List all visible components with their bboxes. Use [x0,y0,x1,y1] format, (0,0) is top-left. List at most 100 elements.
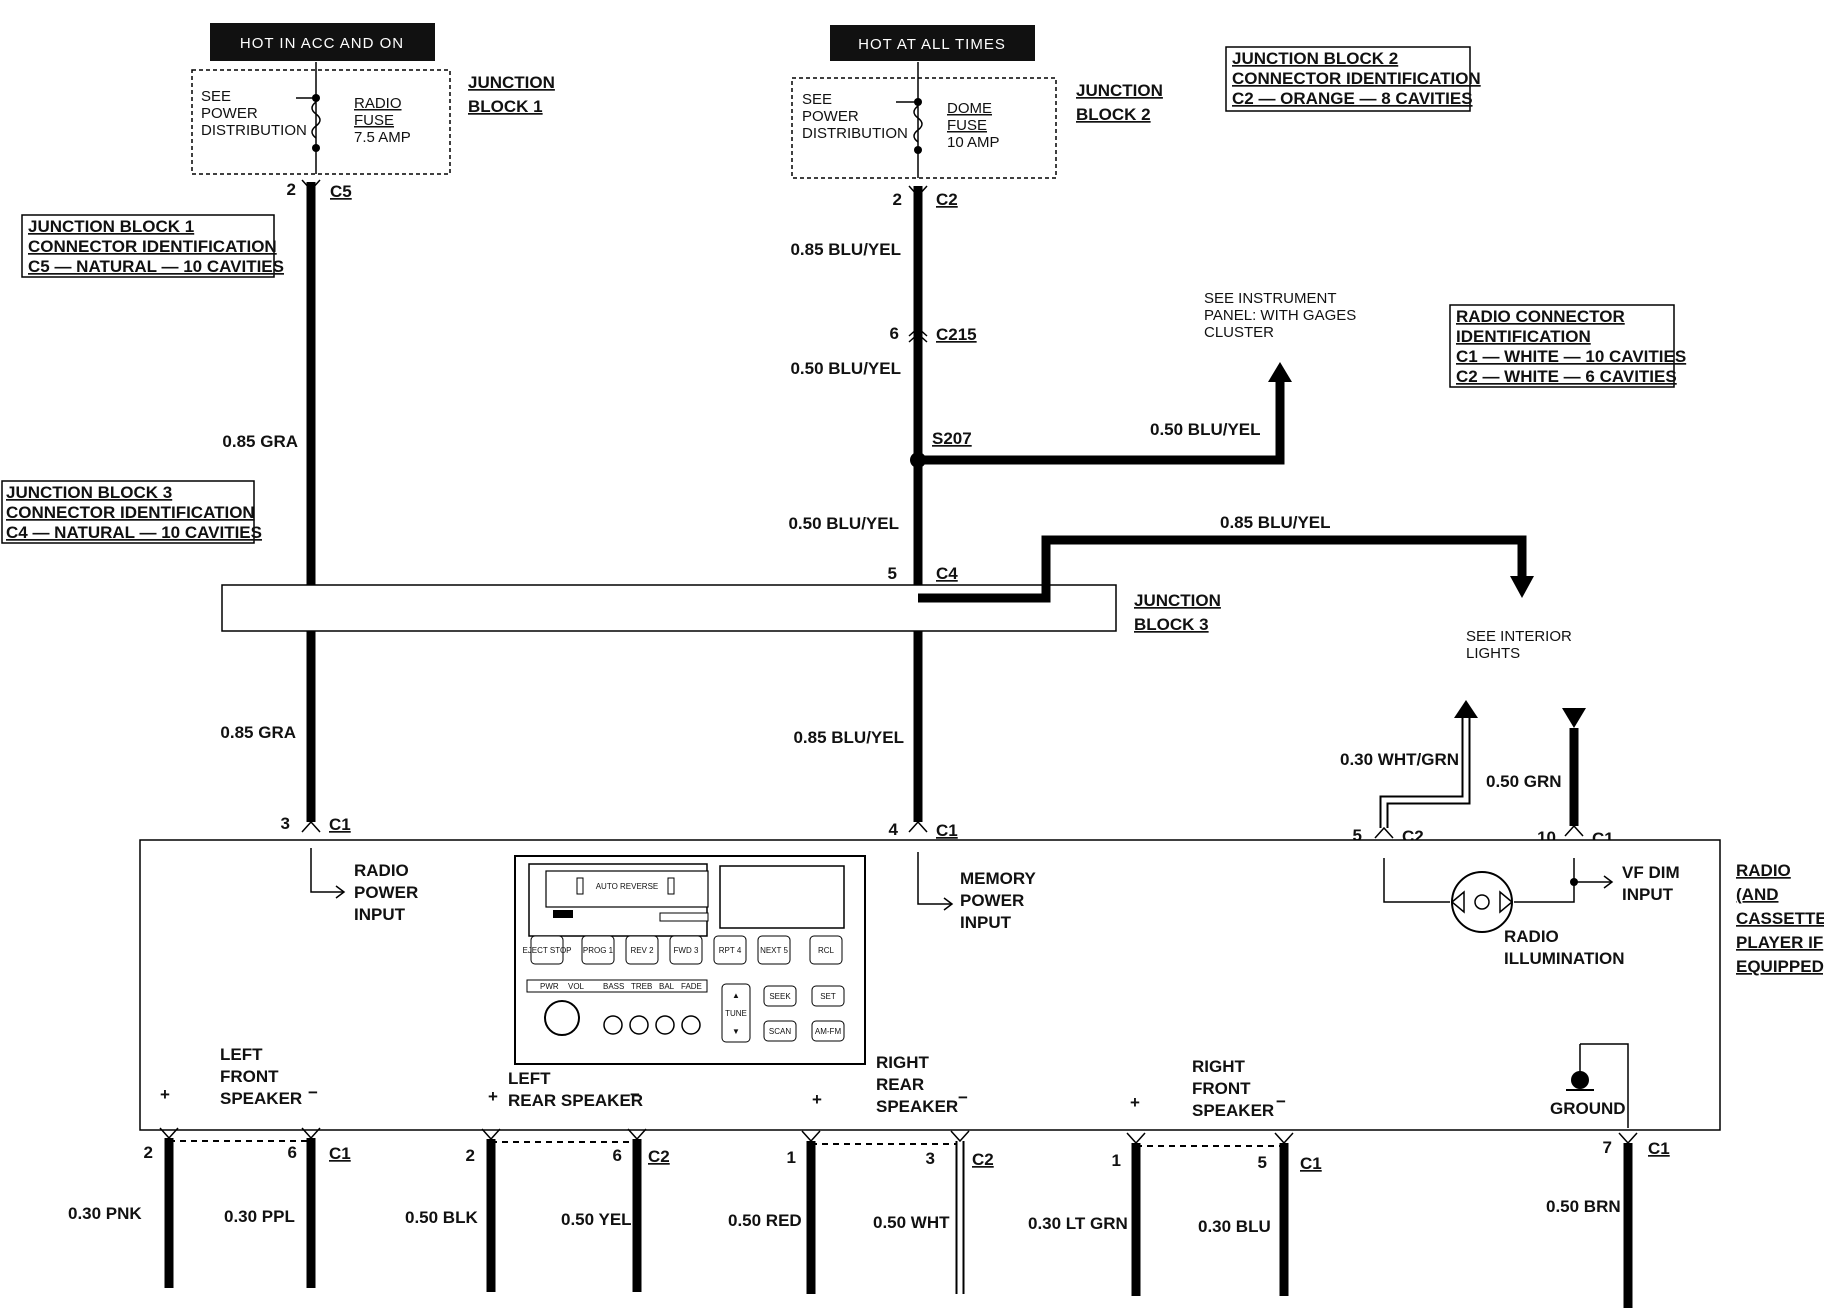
hot-acc-on-label-box [210,23,435,61]
jb2-fuse-line-1: DOME [947,100,992,117]
radio-memory-input-line-1: MEMORY [960,869,1037,888]
prog-1-button[interactable] [581,935,615,965]
jb2-see-line-3: DISTRIBUTION [802,125,908,142]
volume-knob[interactable] [544,1000,580,1036]
seek-label: SEEK [769,992,791,1001]
radio-name-line-2: (AND [1736,885,1779,904]
jb1-see-line-1: SEE [201,88,231,105]
left-front-minus: − [308,1083,318,1102]
right-rear-name-3: SPEAKER [876,1097,958,1116]
left-front-name-2: FRONT [220,1067,279,1086]
rpt-4-label: RPT 4 [719,946,742,955]
left-front-pin-b: 6 [288,1143,297,1162]
ground-label: GROUND [1550,1099,1626,1118]
radio-memory-pin: 4 [889,820,899,839]
jb1-see-line-3: DISTRIBUTION [201,122,307,139]
tune-down-icon: ▼ [732,1027,740,1036]
jb2-see-line-2: POWER [802,108,859,125]
right-front-name-3: SPEAKER [1192,1101,1274,1120]
eject-stop-button[interactable] [530,935,564,965]
wire-gra [301,179,321,833]
left-rear-conn: C2 [648,1147,670,1166]
left-rear-minus: − [630,1085,640,1104]
jb3-connector-id-box: JUNCTION BLOCK 3 CONNECTOR IDENTIFICATIO… [1,480,262,544]
left-front-name-1: LEFT [220,1045,263,1064]
left-front-conn: C1 [329,1144,351,1163]
right-rear-minus: − [958,1088,968,1107]
junction-block-3 [221,584,1117,632]
wire-blu-yel-instrument-branch [918,362,1292,465]
jb2-connector-id-box: JUNCTION BLOCK 2 CONNECTOR IDENTIFICATIO… [1225,46,1481,112]
radio-illumination-line-1: RADIO [1504,927,1559,946]
jb1-id-line-3: C5 — NATURAL — 10 CAVITIES [28,257,284,276]
rev-2-button[interactable] [625,935,659,965]
splice-s207: S207 [932,429,972,448]
right-front-wire-a: 0.30 LT GRN [1028,1214,1128,1233]
right-front-minus: − [1276,1092,1286,1111]
set-label: SET [820,992,836,1001]
jb1-pin: 2 [287,180,296,199]
left-rear-pin-a: 2 [466,1146,475,1165]
jb3-id-line-1: JUNCTION BLOCK 3 [6,483,172,502]
jb1-connector: C5 [330,182,352,201]
radio-power-input-line-3: INPUT [354,905,406,924]
jb1-id-line-2: CONNECTOR IDENTIFICATION [28,237,277,256]
radio-memory-conn: C1 [936,821,958,840]
jb2-id-line-2: CONNECTOR IDENTIFICATION [1232,69,1481,88]
scan-button[interactable] [763,1020,797,1042]
radio-name-line-5: EQUIPPED) [1736,957,1824,976]
right-rear-name-2: REAR [876,1075,924,1094]
jb3-id-line-2: CONNECTOR IDENTIFICATION [6,503,255,522]
right-rear-pin-b: 3 [926,1149,935,1168]
am-fm-label: AM-FM [815,1027,842,1036]
ground-pin: 7 [1603,1138,1612,1157]
right-rear-conn: C2 [972,1150,994,1169]
fade-knob[interactable] [681,1015,701,1035]
radio-memory-input-line-3: INPUT [960,913,1012,932]
jb3-name-line-2: BLOCK 3 [1134,615,1209,634]
next-5-button[interactable] [757,935,791,965]
bal-knob[interactable] [655,1015,675,1035]
right-front-speaker-outputs: + − [1126,1092,1294,1296]
right-front-wire-b: 0.30 BLU [1198,1217,1271,1236]
jb1-name-line-2: BLOCK 1 [468,97,543,116]
left-rear-wire-b: 0.50 YEL [561,1210,632,1229]
rpt-4-button[interactable] [713,935,747,965]
wire-label-blu-yel-branch: 0.50 BLU/YEL [1150,420,1261,439]
wire-label-gra-upper: 0.85 GRA [222,432,298,451]
seek-button[interactable] [763,985,797,1007]
left-front-pin-a: 2 [144,1143,153,1162]
jb3-connector: C4 [936,564,958,583]
vol-knob-label: VOL [568,982,585,991]
set-button[interactable] [811,985,845,1007]
right-rear-pin-a: 1 [787,1148,796,1167]
left-front-plus: + [160,1085,170,1104]
radio-power-pin: 3 [281,814,290,833]
am-fm-button[interactable] [811,1020,845,1042]
wire-label-gra-lower: 0.85 GRA [220,723,296,742]
treb-knob[interactable] [629,1015,649,1035]
wire-blu-yel-main [908,185,928,833]
ground-conn: C1 [1648,1139,1670,1158]
interior-ref-line-1: SEE INTERIOR [1466,628,1572,645]
wire-label-blu-yel-interior: 0.85 BLU/YEL [1220,513,1331,532]
radio-id-line-1: RADIO CONNECTOR [1456,307,1625,326]
jb1-fuse-line-2: FUSE [354,112,394,129]
rcl-button[interactable] [809,935,843,965]
bass-knob[interactable] [603,1015,623,1035]
wire-label-wht-grn: 0.30 WHT/GRN [1340,750,1459,769]
left-rear-name-1: LEFT [508,1069,551,1088]
treb-knob-label: TREB [631,982,652,991]
jb2-name-line-1: JUNCTION [1076,81,1163,100]
jb1-fuse-line-1: RADIO [354,95,402,112]
c215-connector: C215 [936,325,977,344]
wire-label-blu-yel-3: 0.50 BLU/YEL [788,514,899,533]
tune-rocker[interactable] [721,983,751,1043]
ground-connection [1566,1043,1638,1308]
radio-memory-input-line-2: POWER [960,891,1024,910]
vf-dim-line-1: VF DIM [1622,863,1680,882]
fwd-3-button[interactable] [669,935,703,965]
preset-buttons: EJECT STOP PROG 1 REV 2 FWD 3 RPT 4 NEXT… [522,935,843,965]
jb2-id-line-1: JUNCTION BLOCK 2 [1232,49,1398,68]
